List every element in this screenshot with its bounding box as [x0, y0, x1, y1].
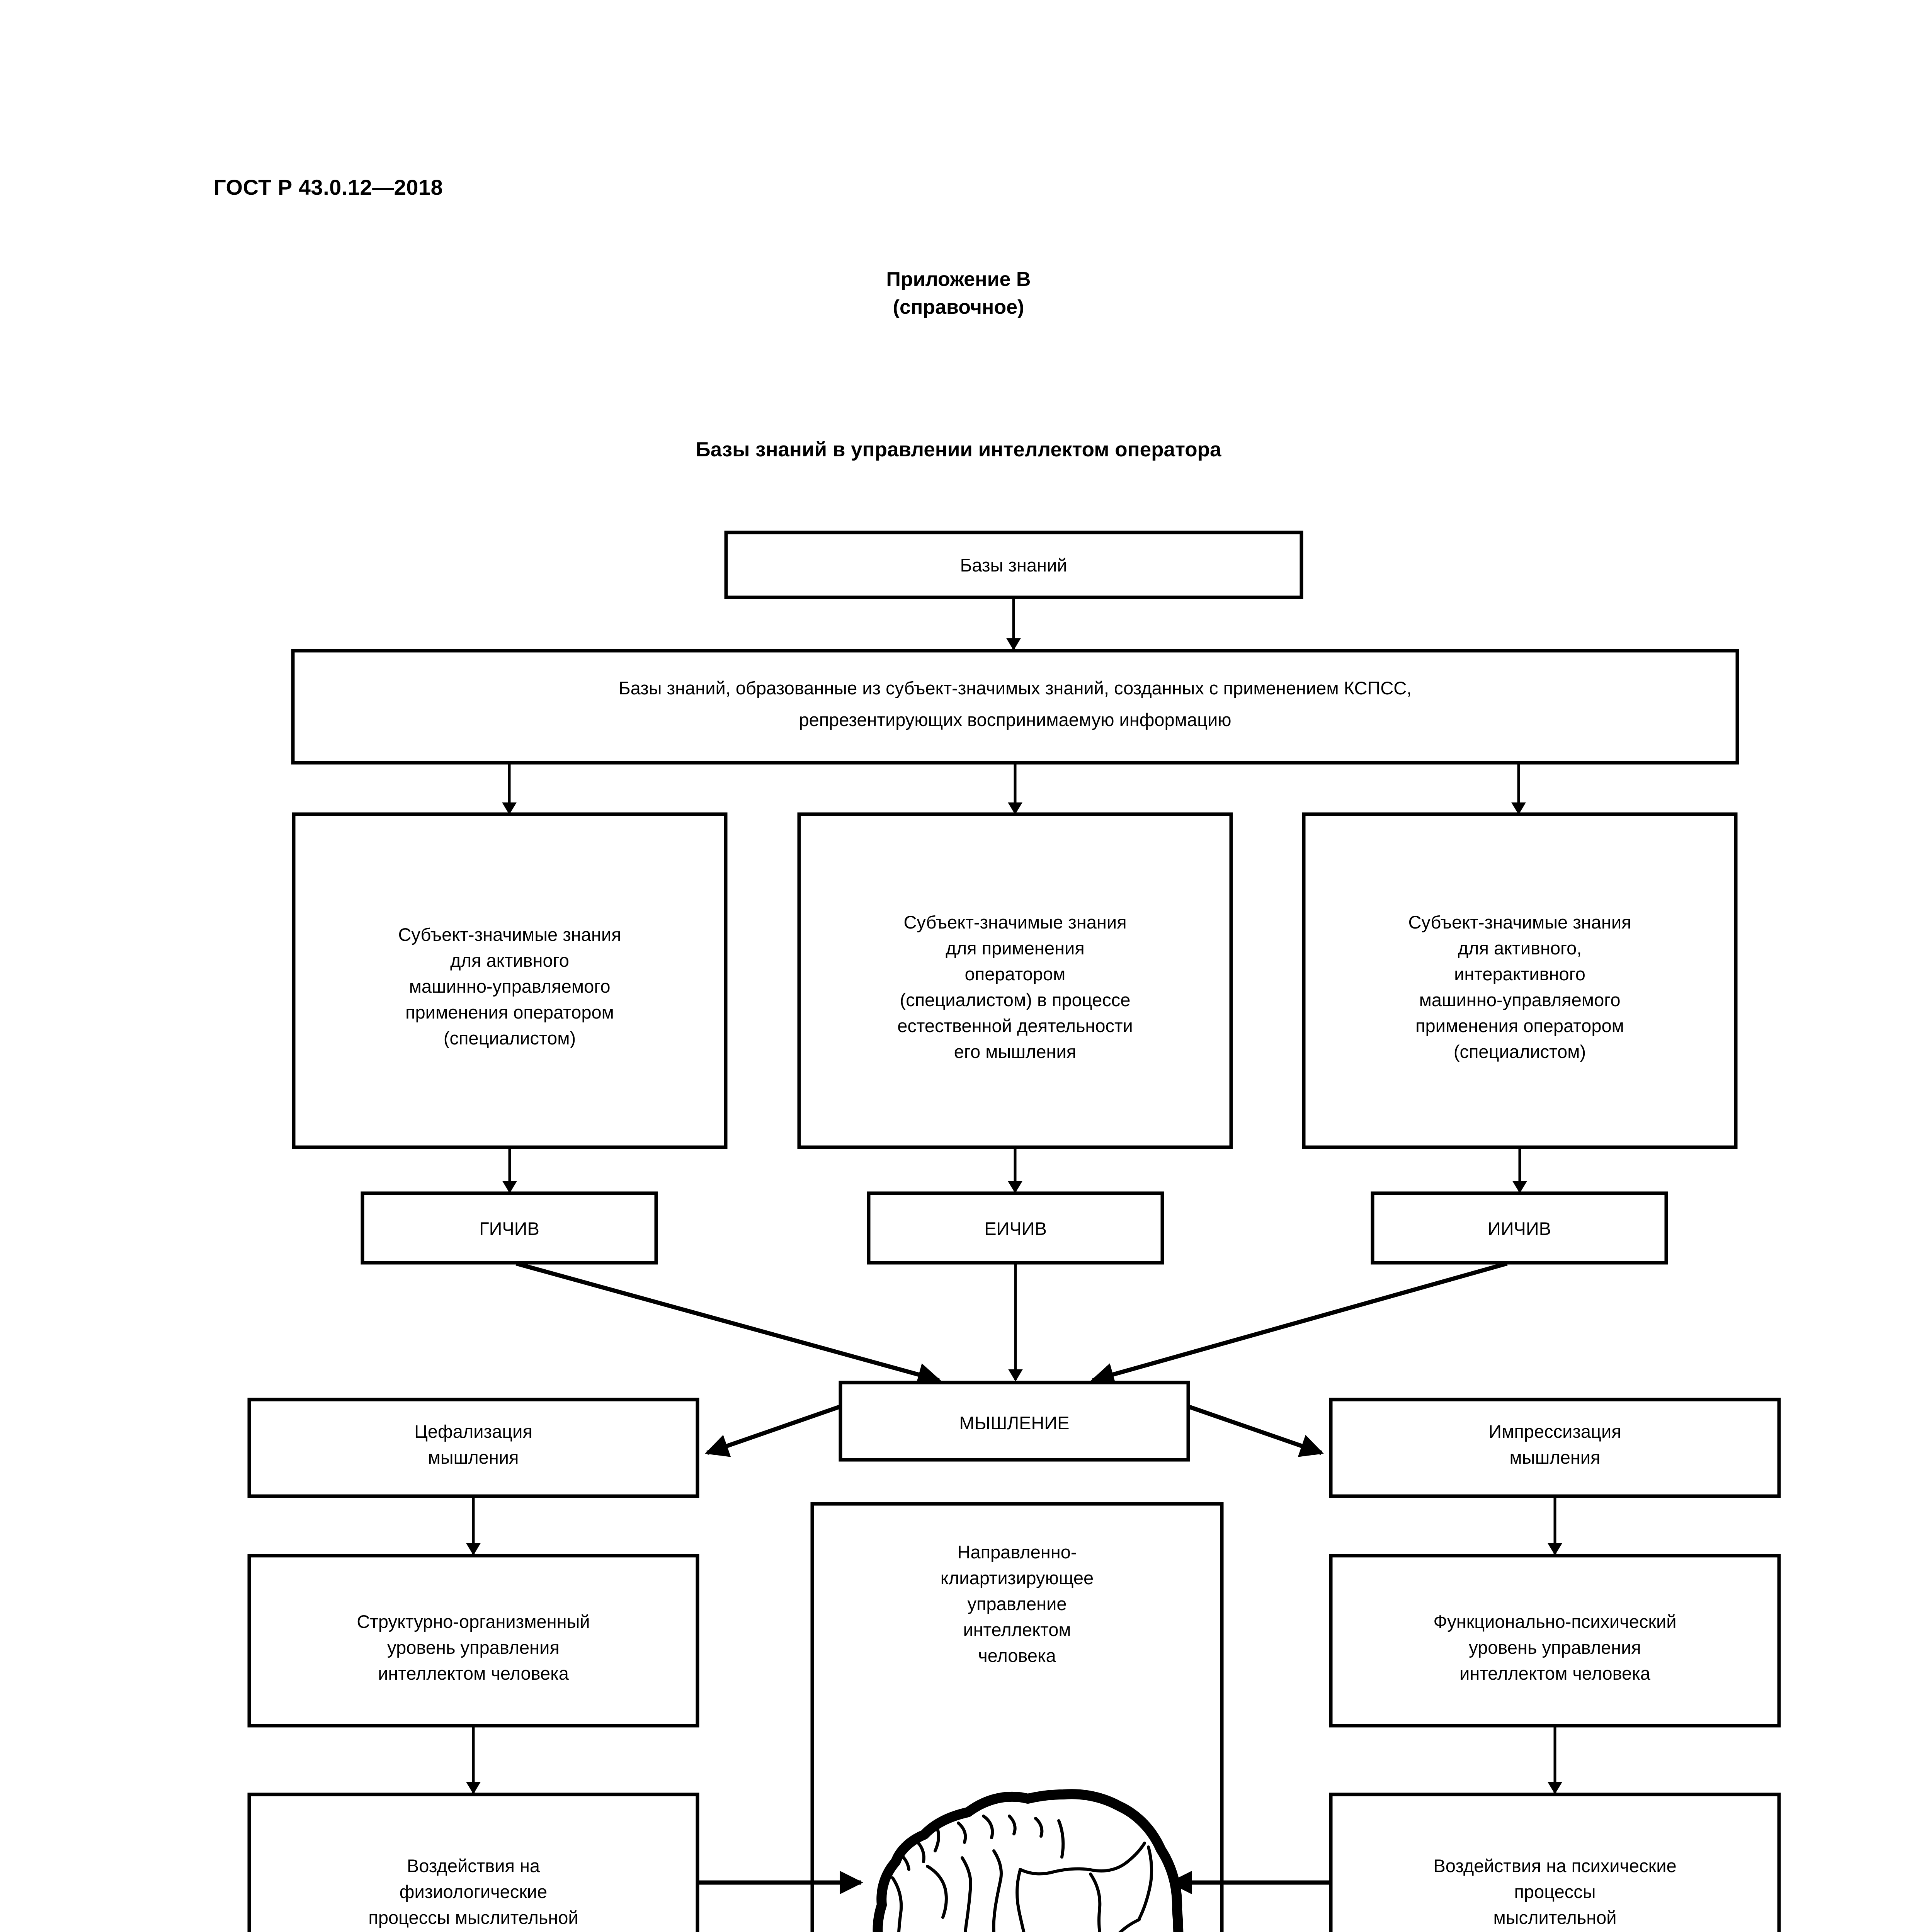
node-cephalization: Цефализация мышления: [247, 1398, 699, 1498]
appendix-title: Приложение В: [886, 268, 1031, 291]
node-root: Базы знаний: [724, 531, 1303, 599]
node-kb-middle-line-5: естественной деятельности: [897, 1015, 1133, 1036]
node-kb-middle: Субъект-значимые знания для применения о…: [797, 812, 1233, 1149]
node-kb-middle-line-3: оператором: [965, 964, 1066, 984]
node-kb-right-line-4: машинно-управляемого: [1419, 990, 1621, 1010]
node-physiological-effects-line-1: Воздействия на: [407, 1855, 540, 1876]
node-band: Базы знаний, образованные из субъект-зна…: [291, 649, 1739, 765]
node-kb-middle-line-2: для применения: [946, 938, 1084, 958]
node-impressization: Импрессизация мышления: [1329, 1398, 1781, 1498]
node-central-control-line-3: управление: [967, 1594, 1067, 1614]
node-central-control: Направленно- клиартизирующее управление …: [810, 1502, 1224, 1932]
node-central-control-line-1: Направленно-: [958, 1542, 1077, 1562]
node-kb-right-line-2: для активного,: [1458, 938, 1582, 958]
node-psychic-effects-line-2: процессы: [1514, 1881, 1596, 1902]
node-central-control-line-5: человека: [978, 1645, 1056, 1666]
node-acronym-middle-label: ЕИЧИВ: [984, 1218, 1047, 1239]
node-kb-left-line-3: машинно-управляемого: [409, 976, 611, 997]
node-functional-level-line-1: Функционально-психический: [1434, 1611, 1677, 1632]
node-kb-middle-line-6: его мышления: [954, 1041, 1076, 1062]
node-functional-level-line-3: интеллектом человека: [1459, 1663, 1651, 1684]
node-cephalization-line-1: Цефализация: [414, 1421, 532, 1442]
node-central-control-line-2: клиартизирующее: [941, 1568, 1094, 1588]
node-physiological-effects-line-2: физиологические: [400, 1881, 547, 1902]
node-acronym-right-label: ИИЧИВ: [1488, 1218, 1551, 1239]
edge-thinking-to-impressization: [1187, 1404, 1324, 1457]
node-thinking: МЫШЛЕНИЕ: [839, 1381, 1190, 1462]
node-structural-level-line-1: Структурно-организменный: [357, 1611, 590, 1632]
node-psychic-effects-line-3: мыслительной: [1493, 1907, 1616, 1928]
node-thinking-label: МЫШЛЕНИЕ: [959, 1413, 1069, 1433]
node-kb-right-line-3: интерактивного: [1454, 964, 1585, 984]
node-physiological-effects: Воздействия на физиологические процессы …: [247, 1793, 699, 1932]
node-kb-middle-line-1: Субъект-значимые знания: [903, 912, 1126, 932]
appendix-subtitle: (справочное): [893, 296, 1024, 318]
node-cephalization-line-2: мышления: [428, 1447, 519, 1468]
node-physiological-effects-line-3: процессы мыслительной: [368, 1907, 578, 1928]
appendix-heading: Приложение В (справочное): [0, 266, 1917, 321]
node-impressization-line-1: Импрессизация: [1488, 1421, 1621, 1442]
node-kb-left-line-1: Субъект-значимые знания: [398, 924, 621, 945]
edge-thinking-to-cephalization: [705, 1404, 841, 1457]
node-psychic-effects: Воздействия на психические процессы мысл…: [1329, 1793, 1781, 1932]
node-structural-level-line-3: интеллектом человека: [378, 1663, 569, 1684]
node-impressization-line-2: мышления: [1509, 1447, 1600, 1468]
edge-acronym-right-to-thinking: [1090, 1261, 1508, 1386]
node-kb-right-line-5: применения оператором: [1415, 1015, 1624, 1036]
edge-acronym-left-to-thinking: [515, 1261, 941, 1386]
node-acronym-left-label: ГИЧИВ: [479, 1218, 539, 1239]
node-central-control-line-4: интеллектом: [963, 1619, 1071, 1640]
node-band-line1: Базы знаний, образованные из субъект-зна…: [619, 678, 1412, 698]
node-acronym-left: ГИЧИВ: [361, 1191, 658, 1265]
node-functional-level-line-2: уровень управления: [1469, 1637, 1641, 1658]
node-root-label: Базы знаний: [960, 555, 1067, 575]
node-acronym-middle: ЕИЧИВ: [867, 1191, 1164, 1265]
node-kb-left-line-5: (специалистом): [444, 1028, 576, 1048]
brain-icon: [873, 1789, 1184, 1932]
node-band-line2: репрезентирующих воспринимаемую информац…: [799, 709, 1231, 730]
node-kb-right-line-1: Субъект-значимые знания: [1408, 912, 1631, 932]
node-functional-level: Функционально-психический уровень управл…: [1329, 1554, 1781, 1728]
node-kb-left: Субъект-значимые знания для активного ма…: [292, 812, 728, 1149]
node-acronym-right: ИИЧИВ: [1371, 1191, 1668, 1265]
node-kb-left-line-2: для активного: [450, 950, 569, 971]
node-structural-level: Структурно-организменный уровень управле…: [247, 1554, 699, 1728]
node-kb-left-line-4: применения оператором: [405, 1002, 614, 1022]
node-psychic-effects-line-1: Воздействия на психические: [1433, 1855, 1676, 1876]
standard-header: ГОСТ Р 43.0.12—2018: [214, 175, 443, 199]
figure-title: Базы знаний в управлении интеллектом опе…: [696, 438, 1221, 461]
node-kb-right: Субъект-значимые знания для активного, и…: [1302, 812, 1738, 1149]
node-kb-middle-line-4: (специалистом) в процессе: [900, 990, 1131, 1010]
node-structural-level-line-2: уровень управления: [387, 1637, 560, 1658]
node-kb-right-line-6: (специалистом): [1454, 1041, 1586, 1062]
